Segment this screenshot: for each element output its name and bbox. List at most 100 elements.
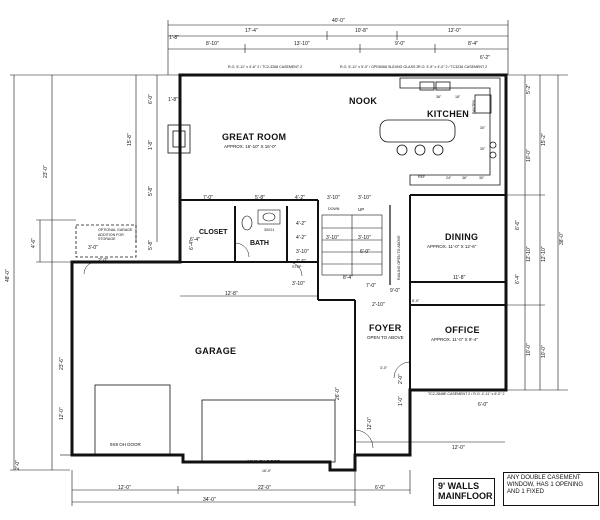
window-great-room: R.O. 5'-11" x 4'-6" 2 / TC2-3268 CASEMEN…	[228, 65, 303, 69]
exterior-walls	[70, 73, 508, 472]
dim-right-d: 5'-2"	[526, 84, 532, 94]
great-room-label: GREAT ROOM	[222, 132, 287, 142]
dim-3-10e: 3'-10"	[296, 249, 309, 255]
office-size: APPROX. 11'-0" X 9'-4"	[431, 337, 478, 342]
step-label: STEP	[292, 265, 302, 269]
dim-30b: 30"	[480, 147, 486, 151]
dim-foyer-a: 2'-10"	[372, 302, 385, 308]
window-office: TC2-2848E CASEMENT 2 / R.O. 4'-11" x 6'-…	[428, 392, 505, 396]
bottom-dimension-lines	[71, 441, 505, 506]
walls-line-1: 9' WALLS	[438, 481, 480, 491]
dim-left-e: 1'-8"	[148, 140, 154, 150]
dim-4-2c: 4'-2"	[296, 235, 306, 241]
dim-top-c: 12'-0"	[448, 28, 461, 34]
dim-4-2a: 4'-2"	[295, 195, 305, 201]
dim-12-0-right: 12'-0"	[452, 445, 465, 451]
walls-line-2: MAINFLOOR	[438, 491, 493, 501]
dim-left-m: 26'-0"	[335, 387, 341, 400]
great-room-size: APPROX. 16'-10" X 16'-0"	[224, 144, 277, 149]
dim-18: 18"	[455, 95, 461, 99]
dim-right-j: 2'-0"	[398, 374, 404, 384]
right-dimension-lines	[504, 74, 568, 391]
dim-9-0: 9'-0"	[390, 288, 400, 294]
dim-top2-a: 8'-10"	[206, 41, 219, 47]
dim-foyer-c: 8'-0"	[412, 299, 420, 303]
closet-label: CLOSET	[199, 229, 228, 236]
dim-36b: 36"	[462, 176, 468, 180]
dim-bottom-a: 12'-0"	[118, 485, 131, 491]
dim-8-4: 8'-4"	[343, 275, 353, 281]
dim-right-a: 15'-2"	[541, 133, 547, 146]
room-dim-lines	[180, 281, 502, 297]
dim-left-c: 6'-0"	[148, 94, 154, 104]
nook-label: NOOK	[349, 96, 378, 106]
dim-30a: 30"	[480, 126, 486, 130]
stairs	[321, 205, 391, 285]
dim-top-overall: 40'-0"	[332, 18, 345, 24]
dim-right-k: 1'-0"	[398, 396, 404, 406]
dim-right-h: 12'-10"	[526, 246, 532, 262]
dim-7-6: 7'-6"	[296, 259, 306, 265]
dim-7-0b: 7'-0"	[366, 283, 376, 289]
dim-top-a: 17'-4"	[245, 28, 258, 34]
dim-right-overall: 38'-0"	[559, 232, 565, 245]
dim-right-f: 6'-6"	[515, 220, 521, 230]
dim-7-0: 7'-0"	[203, 195, 213, 201]
dim-6-4-closet: 6'-4"	[190, 237, 200, 243]
optional-garage-outline	[75, 224, 137, 258]
window-kitchen: R.O. 3'-9" x 4'-0" 2 / TC3236 CASEMENT 2	[418, 65, 488, 69]
dim-left-l: 12'-0"	[367, 417, 373, 430]
dim-bottom-door: 16'-0"	[262, 469, 272, 473]
dim-36: 36"	[436, 95, 442, 99]
door-swings	[83, 242, 411, 449]
dim-right-i: 10'-0"	[526, 343, 532, 356]
dim-left-g: 23'-6"	[59, 357, 65, 370]
dim-24: 24"	[446, 176, 452, 180]
optional-garage-note: OPTIONAL GARAGE ADDITION FOR STORAGE	[98, 228, 133, 241]
dim-left-i: 2'-0"	[15, 460, 21, 470]
dim-top-b: 10'-8"	[355, 28, 368, 34]
vanity-label: 30X21	[264, 228, 275, 232]
dim-left-d: 5'-8"	[148, 186, 154, 196]
bath-label: BATH	[250, 240, 269, 247]
dim-top2-b: 13'-10"	[294, 41, 310, 47]
fireplace	[167, 124, 191, 154]
dim-top-small: 6'-2"	[480, 55, 490, 61]
dim-6-0: 6'-0"	[478, 402, 488, 408]
dim-top2-d: 8'-4"	[468, 41, 478, 47]
dim-bottom-c: 6'-0"	[375, 485, 385, 491]
dim-left-f: 4'-6"	[31, 238, 37, 248]
casement-line-2: WINDOW, HAS 1 OPENING	[507, 482, 584, 488]
stair-down-label: DOWN	[328, 207, 340, 211]
dim-top2-c: 9'-0"	[395, 41, 405, 47]
dim-left-h: 12'-0"	[59, 407, 65, 420]
dim-bottom-overall: 34'-0"	[203, 497, 216, 503]
dim-right-c: 10'-0"	[541, 345, 547, 358]
dim-left-b: 15'-8"	[127, 133, 133, 146]
garage-label: GARAGE	[195, 346, 237, 356]
dim-right-b: 12'-10"	[541, 246, 547, 262]
pantry-label: PANTRY	[472, 99, 476, 114]
garage-door-16x8: 16X8 OH DOOR	[247, 459, 281, 464]
wall-height-note: 9' WALLS MAINFLOOR	[433, 478, 495, 506]
dim-3-0: 3'-0"	[88, 245, 98, 251]
dim-top-jog: 1'-8"	[169, 35, 179, 41]
bath-fixtures	[241, 209, 281, 231]
dim-bottom-b: 22'-0"	[258, 485, 271, 491]
dim-11-8: 11'-8"	[453, 275, 466, 281]
dining-label: DINING	[445, 232, 479, 242]
kitchen-label: KITCHEN	[427, 109, 470, 119]
top-dimension-lines	[167, 20, 509, 75]
dim-foyer-b: 3'-0"	[380, 366, 388, 370]
casement-line-1: ANY DOUBLE CASEMENT	[507, 475, 581, 481]
dim-3-10c: 3'-10"	[326, 235, 339, 241]
stair-up-label: UP	[358, 207, 365, 212]
foyer-label: FOYER	[369, 323, 402, 333]
fridge-label: REF	[418, 175, 426, 179]
foyer-note: OPEN TO ABOVE	[367, 335, 404, 340]
dim-3-10b: 3'-10"	[358, 195, 371, 201]
dim-right-g: 6'-4"	[515, 274, 521, 284]
dim-2-0: 2'-0"	[98, 258, 108, 264]
railing-label: RAILING OPEN TO ABOVE	[397, 235, 401, 280]
